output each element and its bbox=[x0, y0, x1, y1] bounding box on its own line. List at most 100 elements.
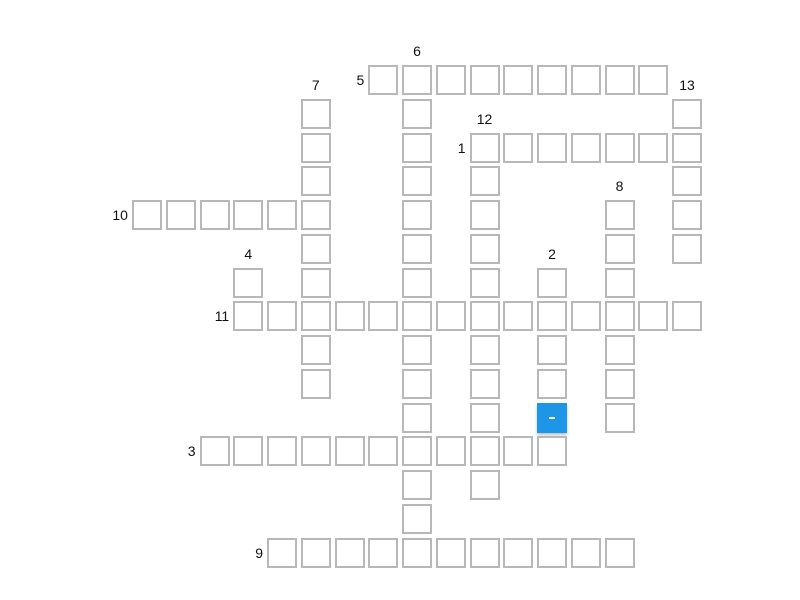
crossword-cell[interactable] bbox=[334, 537, 365, 568]
crossword-cell[interactable] bbox=[300, 436, 331, 467]
crossword-cell[interactable] bbox=[132, 200, 162, 230]
crossword-cell[interactable] bbox=[672, 98, 702, 129]
crossword-cell[interactable] bbox=[300, 335, 331, 365]
crossword-cell[interactable] bbox=[199, 436, 230, 467]
crossword-cell[interactable] bbox=[469, 335, 500, 365]
crossword-cell[interactable] bbox=[604, 132, 635, 163]
crossword-cell[interactable] bbox=[300, 267, 331, 298]
crossword-cell[interactable] bbox=[300, 98, 331, 129]
crossword-cell[interactable] bbox=[672, 301, 702, 332]
crossword-cell[interactable] bbox=[469, 233, 500, 264]
crossword-cell[interactable] bbox=[604, 335, 635, 365]
crossword-cell[interactable] bbox=[402, 436, 432, 467]
crossword-cell[interactable] bbox=[402, 402, 432, 433]
crossword-cell[interactable] bbox=[537, 436, 567, 467]
crossword-cell[interactable] bbox=[300, 368, 331, 399]
crossword-cell[interactable] bbox=[537, 65, 567, 95]
crossword-cell[interactable] bbox=[604, 65, 635, 95]
crossword-cell[interactable] bbox=[435, 65, 466, 95]
crossword-cell[interactable] bbox=[604, 267, 635, 298]
crossword-cell[interactable] bbox=[233, 301, 264, 332]
crossword-cell[interactable] bbox=[570, 65, 601, 95]
crossword-cell[interactable] bbox=[469, 132, 500, 163]
crossword-cell[interactable] bbox=[604, 402, 635, 433]
crossword-cell[interactable] bbox=[469, 470, 500, 500]
crossword-cell[interactable] bbox=[300, 132, 331, 163]
crossword-cell[interactable] bbox=[469, 436, 500, 467]
crossword-cell[interactable] bbox=[537, 132, 567, 163]
crossword-cell[interactable] bbox=[368, 436, 399, 467]
crossword-cell[interactable] bbox=[435, 436, 466, 467]
crossword-cell[interactable] bbox=[469, 402, 500, 433]
crossword-cell[interactable] bbox=[267, 537, 297, 568]
crossword-cell[interactable] bbox=[402, 98, 432, 129]
crossword-cell[interactable] bbox=[503, 537, 534, 568]
crossword-cell[interactable] bbox=[503, 132, 534, 163]
crossword-cell[interactable] bbox=[300, 537, 331, 568]
crossword-cell[interactable] bbox=[503, 436, 534, 467]
crossword-cell[interactable] bbox=[300, 200, 331, 230]
crossword-cell[interactable] bbox=[469, 267, 500, 298]
crossword-cell[interactable] bbox=[402, 503, 432, 534]
crossword-cell[interactable] bbox=[165, 200, 196, 230]
crossword-cell[interactable] bbox=[503, 301, 534, 332]
crossword-cell[interactable] bbox=[638, 65, 669, 95]
crossword-cell[interactable] bbox=[469, 200, 500, 230]
crossword-cell[interactable] bbox=[672, 233, 702, 264]
crossword-cell[interactable] bbox=[402, 335, 432, 365]
crossword-cell[interactable] bbox=[503, 65, 534, 95]
crossword-cell[interactable] bbox=[435, 537, 466, 568]
crossword-cell[interactable] bbox=[469, 166, 500, 197]
crossword-cell[interactable] bbox=[402, 166, 432, 197]
crossword-cell[interactable] bbox=[402, 470, 432, 500]
crossword-cell[interactable] bbox=[267, 436, 297, 467]
active-crossword-cell[interactable] bbox=[537, 402, 567, 433]
crossword-cell[interactable] bbox=[233, 267, 264, 298]
crossword-cell[interactable] bbox=[334, 436, 365, 467]
crossword-cell[interactable] bbox=[604, 233, 635, 264]
crossword-cell[interactable] bbox=[604, 537, 635, 568]
crossword-cell[interactable] bbox=[267, 200, 297, 230]
crossword-cell[interactable] bbox=[402, 301, 432, 332]
crossword-cell[interactable] bbox=[570, 537, 601, 568]
clue-number-7: 7 bbox=[311, 76, 320, 93]
crossword-cell[interactable] bbox=[672, 132, 702, 163]
crossword-cell[interactable] bbox=[402, 233, 432, 264]
crossword-cell[interactable] bbox=[469, 537, 500, 568]
crossword-cell[interactable] bbox=[402, 65, 432, 95]
crossword-cell[interactable] bbox=[300, 301, 331, 332]
crossword-cell[interactable] bbox=[537, 537, 567, 568]
crossword-cell[interactable] bbox=[199, 200, 230, 230]
crossword-cell[interactable] bbox=[638, 301, 669, 332]
crossword-cell[interactable] bbox=[435, 301, 466, 332]
crossword-cell[interactable] bbox=[368, 301, 399, 332]
crossword-cell[interactable] bbox=[537, 335, 567, 365]
crossword-cell[interactable] bbox=[672, 166, 702, 197]
crossword-cell[interactable] bbox=[469, 65, 500, 95]
crossword-cell[interactable] bbox=[604, 368, 635, 399]
crossword-cell[interactable] bbox=[300, 166, 331, 197]
crossword-cell[interactable] bbox=[402, 368, 432, 399]
crossword-cell[interactable] bbox=[233, 200, 264, 230]
crossword-cell[interactable] bbox=[604, 200, 635, 230]
crossword-cell[interactable] bbox=[638, 132, 669, 163]
crossword-cell[interactable] bbox=[469, 301, 500, 332]
crossword-cell[interactable] bbox=[334, 301, 365, 332]
crossword-cell[interactable] bbox=[368, 537, 399, 568]
crossword-cell[interactable] bbox=[402, 132, 432, 163]
crossword-cell[interactable] bbox=[469, 368, 500, 399]
crossword-cell[interactable] bbox=[672, 200, 702, 230]
crossword-cell[interactable] bbox=[570, 132, 601, 163]
crossword-cell[interactable] bbox=[570, 301, 601, 332]
crossword-cell[interactable] bbox=[402, 267, 432, 298]
crossword-cell[interactable] bbox=[368, 65, 399, 95]
crossword-cell[interactable] bbox=[537, 301, 567, 332]
crossword-cell[interactable] bbox=[604, 301, 635, 332]
crossword-cell[interactable] bbox=[537, 267, 567, 298]
crossword-cell[interactable] bbox=[537, 368, 567, 399]
crossword-cell[interactable] bbox=[267, 301, 297, 332]
crossword-cell[interactable] bbox=[402, 537, 432, 568]
crossword-cell[interactable] bbox=[233, 436, 264, 467]
crossword-cell[interactable] bbox=[300, 233, 331, 264]
crossword-cell[interactable] bbox=[402, 200, 432, 230]
